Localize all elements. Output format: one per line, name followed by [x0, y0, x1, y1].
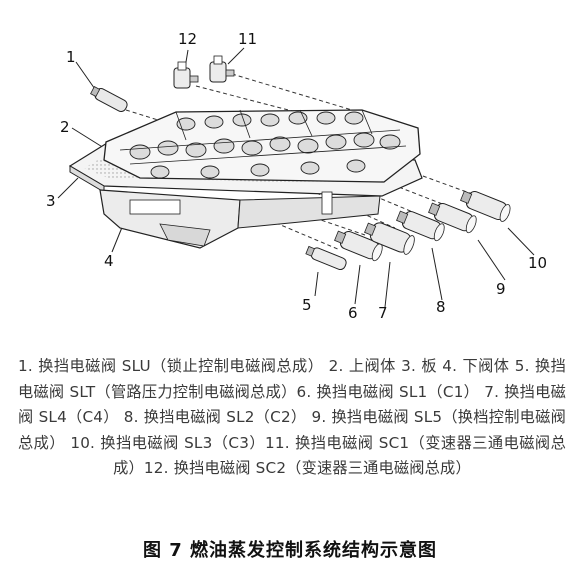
figure-caption: 图 7 燃油蒸发控制系统结构示意图	[142, 540, 438, 561]
callout-4: 4	[104, 252, 114, 270]
solenoid-sc1-part-11	[209, 55, 235, 83]
callout-2: 2	[60, 118, 70, 136]
solenoid-sl4-part-7	[364, 222, 415, 255]
solenoid-sl2-part-8	[396, 210, 445, 242]
callout-7: 7	[378, 304, 388, 322]
callout-1: 1	[66, 48, 76, 66]
solenoid-slu-part-1	[90, 86, 128, 112]
solenoid-sl5-part-9	[428, 202, 477, 234]
solenoid-sl1-part-6	[334, 230, 383, 262]
callout-3: 3	[46, 192, 56, 210]
solenoid-sl3-part-10	[460, 190, 511, 222]
solenoid-slt-part-5	[305, 245, 347, 271]
callout-12: 12	[178, 30, 197, 48]
upper-valve-body	[103, 109, 421, 183]
callout-10: 10	[528, 254, 547, 272]
callout-8: 8	[436, 298, 446, 316]
parts-legend: 1. 换挡电磁阀 SLU（锁止控制电磁阀总成） 2. 上阀体 3. 板 4. 下…	[18, 357, 566, 478]
callout-6: 6	[348, 304, 358, 322]
lower-valve-body	[99, 189, 381, 249]
solenoid-sc2-part-12	[173, 61, 199, 89]
callout-11: 11	[238, 30, 257, 48]
valve-body-illustration: 1 2 3 4 5 6 7 8 9 10 11 12	[46, 30, 547, 322]
callout-leaders	[57, 47, 535, 308]
callout-5: 5	[302, 296, 312, 314]
callout-9: 9	[496, 280, 506, 298]
